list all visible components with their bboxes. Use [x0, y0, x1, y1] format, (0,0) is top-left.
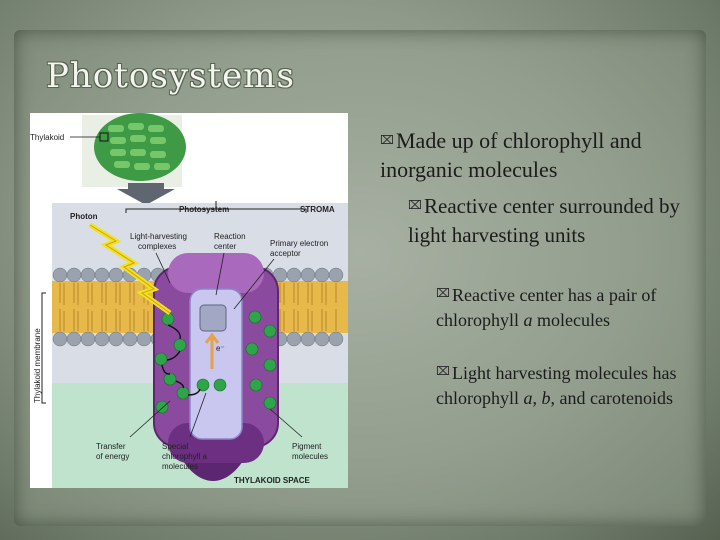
reaction-center-label-line2: center: [214, 242, 237, 251]
bullet-3-part1: Reactive center has a pair of chlorophyl…: [436, 285, 657, 330]
bullet-4-part1: Light harvesting molecules has chlorophy…: [436, 363, 677, 408]
photon-label: Photon: [70, 212, 98, 221]
bullet-icon: ⌧: [408, 198, 422, 212]
bullet-level1: ⌧Made up of chlorophyll and inorganic mo…: [380, 126, 700, 184]
zoom-arrow: [117, 183, 175, 205]
primary-electron-acceptor-shape: [199, 304, 227, 332]
bullet-level2: ⌧Reactive center surrounded by light har…: [408, 191, 698, 250]
special-label-line3: molecules: [162, 462, 198, 471]
pigment-label-line1: Pigment: [292, 442, 322, 451]
bullet-icon: ⌧: [380, 133, 394, 147]
special-label-line2: chlorophyll a: [162, 452, 207, 461]
bullet-4-italic-b: b: [541, 388, 551, 408]
energy-transfer-arrows: [161, 324, 201, 396]
bullet-icon: ⌧: [436, 286, 450, 300]
membrane-label: Thylakoid membrane: [33, 328, 42, 403]
special-label-line1: Special: [162, 442, 188, 451]
thylakoid-label: Thylakoid: [30, 133, 64, 142]
lhc-label-line1: Light-harvesting: [130, 232, 187, 241]
pigment-molecules: [154, 310, 277, 414]
reaction-center-label-line1: Reaction: [214, 232, 246, 241]
photosystem-diagram: Thylakoid: [30, 113, 348, 488]
slide-title: Photosystems: [46, 56, 295, 96]
bullet-level3-a: ⌧Reactive center has a pair of chlorophy…: [436, 281, 696, 333]
pigment-label-line2: molecules: [292, 452, 328, 461]
transfer-label-line1: Transfer: [96, 442, 126, 451]
bullet-4-part5: , and carotenoids: [550, 388, 673, 408]
bullet-1-text: Made up of chlorophyll and inorganic mol…: [380, 128, 642, 182]
thylakoid-space-label: THYLAKOID SPACE: [234, 476, 311, 485]
bullet-3-part3: molecules: [532, 310, 610, 330]
transfer-label-line2: of energy: [96, 452, 129, 461]
electron-label: e⁻: [216, 344, 225, 353]
primary-acceptor-label-line2: acceptor: [270, 249, 301, 258]
photosystem-label: Photosystem: [179, 205, 229, 214]
chloroplast-thumbnail: Thylakoid: [30, 113, 186, 187]
bullet-icon: ⌧: [436, 364, 450, 378]
bullet-2-text: Reactive center surrounded by light harv…: [408, 194, 680, 247]
photosystem-figure: Thylakoid: [30, 113, 348, 488]
stroma-label: STROMA: [300, 205, 335, 214]
bullet-level3-b: ⌧Light harvesting molecules has chloroph…: [436, 359, 696, 411]
bullet-3-italic-a: a: [523, 310, 533, 330]
bullet-4-part3: ,: [532, 388, 542, 408]
bullet-4-italic-a: a: [523, 388, 533, 408]
primary-acceptor-label-line1: Primary electron: [270, 239, 328, 248]
lhc-label-line2: complexes: [138, 242, 176, 251]
